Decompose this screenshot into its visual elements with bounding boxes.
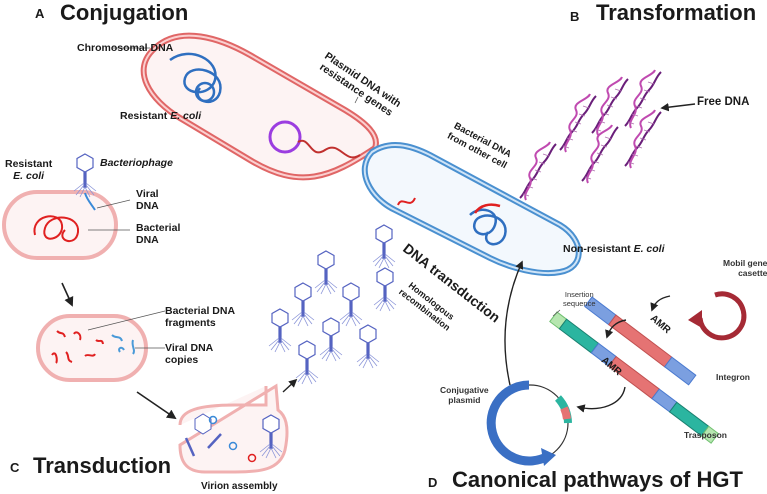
- release-arrow: [282, 378, 298, 393]
- phage-icon: [319, 317, 343, 362]
- resistant-prefix: Resistant: [120, 110, 171, 122]
- panel-b-title: Transformation: [596, 0, 757, 25]
- insertion-line2: sequence: [563, 299, 596, 308]
- conjugative-line1: Conjugative: [440, 385, 489, 395]
- panel-a-letter: A: [35, 6, 45, 21]
- transposon-to-plasmid-arrow: [576, 386, 626, 413]
- nonresistant-species: E. coli: [633, 243, 665, 255]
- viral-dna-leader: [96, 199, 131, 209]
- dna-helix: [559, 93, 597, 153]
- resistant-ecoli-label: Resistant E. coli: [120, 110, 201, 122]
- released-phages: [268, 224, 397, 385]
- viral-dna-line1: Viral: [136, 188, 159, 200]
- plasmid-leader: [354, 96, 359, 104]
- copies-line2: copies: [165, 354, 199, 366]
- integron-to-transposon-arrow: [605, 319, 627, 339]
- incoming-red-dna: [397, 197, 416, 206]
- conjugative-line2: plasmid: [448, 395, 481, 405]
- nonresistant-ecoli-label: Non-resistant E. coli: [563, 243, 665, 255]
- virion-assembly-label: Virion assembly: [201, 481, 278, 492]
- dna-helix: [581, 124, 619, 184]
- phage-icon: [339, 282, 363, 327]
- panel-c-title: Transduction: [33, 453, 172, 478]
- nonresistant-ecoli-cell: [361, 142, 582, 276]
- bacterial-dna-line1: Bacterial: [136, 222, 181, 234]
- virion-assembly-cell: [178, 383, 289, 474]
- resistance-plasmid: [268, 120, 302, 154]
- panel-d-title: Canonical pathways of HGT: [452, 467, 743, 492]
- bacterial-dna-line2: DNA: [136, 234, 159, 246]
- chromosomal-dna-label: Chromosomal DNA: [77, 42, 174, 54]
- viral-copies-label: Viral DNA copies: [165, 342, 213, 366]
- panel-b-letter: B: [570, 9, 580, 24]
- viral-dna-label: Viral DNA: [136, 188, 159, 212]
- insertion-line1: Insertion: [564, 290, 594, 299]
- phage-icon: [295, 340, 319, 385]
- nonresistant-prefix: Non-resistant: [563, 243, 634, 255]
- cassette-insert-arrow: [650, 295, 671, 312]
- free-dna-label: Free DNA: [697, 96, 750, 108]
- resistant-ecoli-cell: [140, 32, 379, 181]
- transposon-label: Trasposon: [684, 430, 727, 440]
- fragments-label: Bacterial DNA fragments: [165, 305, 235, 329]
- chromosomal-dna-coil: [169, 52, 222, 104]
- copies-line1: Viral DNA: [165, 342, 214, 354]
- fragments-leader: [87, 310, 166, 331]
- fragments-line1: Bacterial DNA: [165, 305, 236, 317]
- integron-label: Integron: [716, 372, 750, 382]
- plasmid-to-recipient-arrow: [504, 260, 524, 386]
- flow-arrow-2: [136, 391, 177, 420]
- phage-icon: [314, 250, 338, 295]
- phage-icon: [268, 308, 292, 353]
- dna-helix: [519, 141, 557, 201]
- free-dna-arrow: [660, 103, 696, 112]
- mobile-line1: Mobil gene: [723, 258, 767, 268]
- transposon-bar: [549, 311, 720, 444]
- gene-cassette-arrowhead: [688, 310, 702, 328]
- infected-resistant-cell: [2, 190, 118, 260]
- viral-dna-line2: DNA: [136, 200, 159, 212]
- transduction-resistant-line2: E. coli: [13, 170, 45, 182]
- free-dna-helices: [519, 69, 662, 201]
- transduction-resistant-label: Resistant E. coli: [5, 158, 52, 182]
- transduction-resistant-line1: Resistant: [5, 158, 53, 170]
- insertion-leader: [552, 309, 561, 317]
- conjugative-plasmid: [486, 380, 572, 466]
- phage-icon: [356, 324, 380, 369]
- recipient-chromosome-coil: [469, 203, 507, 246]
- transferring-dna-strand: [297, 139, 361, 159]
- flow-arrow-1: [61, 282, 74, 307]
- bacteriophage-label: Bacteriophage: [100, 157, 173, 169]
- panel-c-letter: C: [10, 460, 20, 475]
- fragments-line2: fragments: [165, 317, 216, 329]
- fragment-cell: [36, 314, 148, 382]
- conjugative-plasmid-label: Conjugative plasmid: [440, 385, 489, 405]
- phage-icon: [291, 282, 315, 327]
- phage-icon: [373, 267, 397, 312]
- insertion-sequence-label: Insertion sequence: [563, 290, 596, 308]
- mobile-gene-cassette-label: Mobil gene casette: [723, 258, 767, 278]
- panel-d-letter: D: [428, 475, 438, 490]
- mobile-line2: casette: [738, 268, 767, 278]
- bacterial-dna-label: Bacterial DNA: [136, 222, 180, 246]
- gene-cassette-circle: [697, 291, 747, 341]
- panel-a-title: Conjugation: [60, 0, 189, 25]
- integron-bar: [584, 296, 697, 386]
- resistant-species: E. coli: [170, 110, 202, 122]
- injecting-phage-icon: [372, 224, 396, 269]
